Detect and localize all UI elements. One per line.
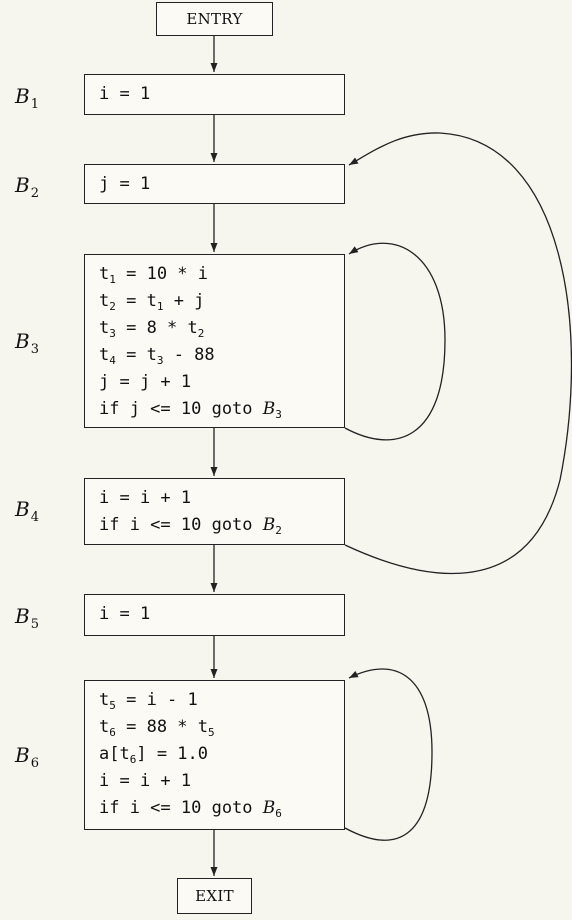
block-label-b3: B3 — [15, 329, 39, 357]
block-label-letter: B — [15, 604, 30, 628]
code-text: = i - 1 — [115, 690, 198, 710]
subscript: 5 — [208, 726, 215, 739]
code-text: t — [99, 345, 110, 365]
code-line: i = 1 — [99, 601, 344, 627]
code-text: j = j + 1 — [99, 372, 192, 392]
block-label-index: 4 — [30, 510, 39, 525]
code-line: t5 = i - 1 — [99, 687, 344, 714]
code-text: i = i + 1 — [99, 488, 192, 508]
block-label-index: 5 — [30, 617, 39, 632]
code-text: = 88 * t — [115, 717, 208, 737]
block-label-b1: B1 — [15, 84, 39, 112]
code-line: if j <= 10 goto B3 — [99, 396, 344, 423]
exit-node: EXIT — [177, 878, 252, 914]
code-text: ] = 1.0 — [136, 744, 208, 764]
block-label-letter: B — [15, 497, 30, 521]
subscript: 6 — [129, 753, 137, 766]
code-text: t — [99, 717, 110, 737]
code-line: if i <= 10 goto B2 — [99, 512, 344, 539]
code-text: = t — [115, 345, 157, 365]
goto-target-block: B — [262, 399, 276, 419]
subscript: 5 — [109, 699, 116, 712]
subscript: 1 — [156, 300, 164, 313]
goto-target-index: 6 — [275, 807, 282, 820]
code-text: a[t — [99, 744, 130, 764]
code-line: i = 1 — [99, 81, 344, 107]
code-text: t — [99, 291, 110, 311]
block-label-b6: B6 — [15, 743, 39, 771]
subscript: 6 — [109, 726, 116, 739]
edge-b4-to-b2 — [344, 132, 572, 575]
edge-b6-loop — [344, 668, 433, 841]
code-text: i = i + 1 — [99, 771, 192, 791]
code-text: i = 1 — [99, 604, 151, 624]
block-b4: i = i + 1 if i <= 10 goto B2 — [84, 478, 345, 545]
code-text: t — [99, 264, 110, 284]
subscript: 1 — [109, 273, 116, 286]
block-label-letter: B — [15, 173, 30, 197]
block-label-b2: B2 — [15, 173, 39, 201]
code-text: - 88 — [163, 345, 215, 365]
subscript: 2 — [109, 300, 116, 313]
code-line: if i <= 10 goto B6 — [99, 795, 344, 822]
code-line: a[t6] = 1.0 — [99, 741, 344, 768]
code-text: if i <= 10 goto — [99, 798, 263, 818]
goto-target-index: 2 — [275, 524, 282, 537]
code-line: t4 = t3 - 88 — [99, 342, 344, 369]
subscript: 2 — [197, 327, 205, 340]
code-text: t — [99, 318, 110, 338]
code-line: t6 = 88 * t5 — [99, 714, 344, 741]
block-label-index: 6 — [30, 756, 39, 771]
block-label-index: 1 — [30, 97, 39, 112]
code-line: t2 = t1 + j — [99, 288, 344, 315]
edge-b3-loop — [344, 242, 446, 441]
entry-node: ENTRY — [156, 2, 273, 36]
block-b2: j = 1 — [84, 164, 345, 204]
code-line: i = i + 1 — [99, 768, 344, 795]
block-label-b4: B4 — [15, 497, 39, 525]
block-label-index: 2 — [30, 186, 39, 201]
block-label-b5: B5 — [15, 604, 39, 632]
subscript: 4 — [109, 354, 116, 367]
block-label-letter: B — [15, 743, 30, 767]
goto-target-block: B — [262, 515, 276, 535]
goto-target-index: 3 — [275, 408, 282, 421]
code-line: j = 1 — [99, 171, 344, 197]
block-b5: i = 1 — [84, 594, 345, 636]
block-b1: i = 1 — [84, 74, 345, 115]
subscript: 3 — [156, 354, 164, 367]
code-text: t — [99, 690, 110, 710]
code-text: j = 1 — [99, 174, 151, 194]
block-label-letter: B — [15, 329, 30, 353]
block-label-index: 3 — [30, 342, 39, 357]
code-text: if i <= 10 goto — [99, 515, 263, 535]
code-text: = t — [115, 291, 157, 311]
goto-target-block: B — [262, 798, 276, 818]
code-line: j = j + 1 — [99, 369, 344, 396]
code-line: i = i + 1 — [99, 485, 344, 512]
block-label-letter: B — [15, 84, 30, 108]
code-text: i = 1 — [99, 84, 151, 104]
code-text: = 8 * t — [115, 318, 198, 338]
subscript: 3 — [109, 327, 116, 340]
code-text: = 10 * i — [115, 264, 208, 284]
code-text: + j — [163, 291, 205, 311]
code-line: t3 = 8 * t2 — [99, 315, 344, 342]
code-text: if j <= 10 goto — [99, 399, 263, 419]
code-line: t1 = 10 * i — [99, 261, 344, 288]
